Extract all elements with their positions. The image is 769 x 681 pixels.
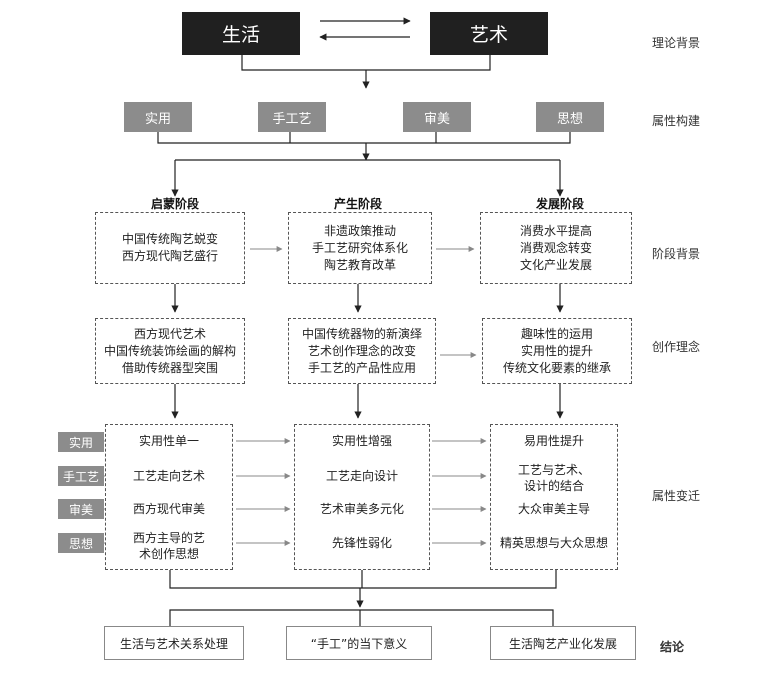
theory-art-text: 艺术: [469, 24, 508, 46]
row-label-conclusion: 结论: [660, 640, 685, 654]
attribute-box-aesthetic: 审美: [403, 102, 471, 132]
theory-box-life: 生活: [182, 12, 300, 55]
conclusion-text: “手工”的当下意义: [310, 636, 408, 651]
attribute-box-practical: 实用: [124, 102, 192, 132]
concept-line: 中国传统器物的新演绎: [301, 326, 422, 341]
change-box-1: [105, 424, 233, 570]
concept-line: 借助传统器型突围: [121, 360, 218, 375]
change-item: 易用性提升: [523, 434, 584, 448]
change-box-3: [490, 424, 618, 570]
conclusion-box-3: 生活陶艺产业化发展: [490, 626, 636, 660]
stage-background-box-1: 中国传统陶艺蜕变 西方现代陶艺盛行: [95, 212, 245, 284]
change-item: 大众审美主导: [517, 502, 590, 516]
stage-title-development: 发展阶段: [535, 197, 584, 211]
change-item: 精英思想与大众思想: [499, 536, 608, 550]
side-tag-craft: 手工艺: [58, 466, 104, 486]
conclusion-box-2: “手工”的当下意义: [286, 626, 432, 660]
attribute-box-craft: 手工艺: [258, 102, 326, 132]
row-label-change: 属性变迁: [652, 489, 701, 503]
background-line: 陶艺教育改革: [323, 257, 396, 272]
concept-line: 传统文化要素的继承: [502, 360, 611, 375]
background-line: 文化产业发展: [519, 257, 592, 272]
attribute-label: 实用: [144, 111, 171, 127]
side-tag-thought: 思想: [58, 533, 104, 553]
concept-line: 实用性的提升: [520, 343, 593, 358]
change-item: 设计的结合: [523, 479, 584, 493]
change-box-2: [294, 424, 430, 570]
background-line: 西方现代陶艺盛行: [121, 249, 218, 263]
row-label-attributes: 属性构建: [652, 114, 701, 128]
attribute-label: 手工艺: [272, 111, 312, 127]
attribute-label: 思想: [556, 111, 583, 127]
concept-line: 艺术创作理念的改变: [307, 343, 416, 358]
theory-box-art: 艺术: [430, 12, 548, 55]
row-label-background: 阶段背景: [652, 247, 701, 261]
concept-box-1: 西方现代艺术 中国传统装饰绘画的解构 借助传统器型突围: [95, 318, 245, 384]
background-line: 非遗政策推动: [323, 223, 396, 238]
change-item: 艺术审美多元化: [319, 502, 404, 516]
change-item: 工艺走向艺术: [132, 469, 205, 483]
concept-box-3: 趣味性的运用 实用性的提升 传统文化要素的继承: [482, 318, 632, 384]
change-item: 术创作思想: [138, 547, 199, 561]
stage-title-enlightenment: 启蒙阶段: [150, 197, 199, 211]
change-item: 西方现代审美: [132, 502, 205, 516]
concept-line: 中国传统装饰绘画的解构: [103, 343, 236, 358]
conclusion-text: 生活陶艺产业化发展: [508, 636, 617, 651]
change-item: 实用性单一: [138, 434, 199, 448]
background-line: 中国传统陶艺蜕变: [121, 232, 218, 246]
theory-life-text: 生活: [221, 24, 260, 46]
change-item: 工艺走向设计: [325, 469, 398, 483]
side-tag-practical: 实用: [58, 432, 104, 452]
change-item: 西方主导的艺: [132, 531, 205, 545]
change-item: 工艺与艺术、: [517, 463, 590, 477]
change-item: 实用性增强: [331, 434, 392, 448]
concept-line: 手工艺的产品性应用: [307, 360, 416, 375]
stage-background-box-3: 消费水平提高 消费观念转变 文化产业发展: [480, 212, 632, 284]
side-tag-aesthetic: 审美: [58, 499, 104, 519]
concept-line: 趣味性的运用: [520, 326, 593, 341]
change-item: 先锋性弱化: [331, 536, 392, 550]
row-label-concept: 创作理念: [652, 340, 701, 354]
background-line: 手工艺研究体系化: [311, 240, 408, 255]
stage-title-emergence: 产生阶段: [333, 197, 382, 211]
attribute-label: 审美: [423, 111, 450, 127]
background-line: 消费水平提高: [519, 223, 592, 238]
attribute-box-thought: 思想: [536, 102, 604, 132]
row-label-theory: 理论背景: [652, 36, 701, 50]
conclusion-box-1: 生活与艺术关系处理: [104, 626, 244, 660]
stage-background-box-2: 非遗政策推动 手工艺研究体系化 陶艺教育改革: [288, 212, 432, 284]
background-line: 消费观念转变: [519, 240, 592, 255]
concept-line: 西方现代艺术: [133, 326, 206, 341]
conclusion-text: 生活与艺术关系处理: [119, 636, 228, 651]
concept-box-2: 中国传统器物的新演绎 艺术创作理念的改变 手工艺的产品性应用: [288, 318, 436, 384]
